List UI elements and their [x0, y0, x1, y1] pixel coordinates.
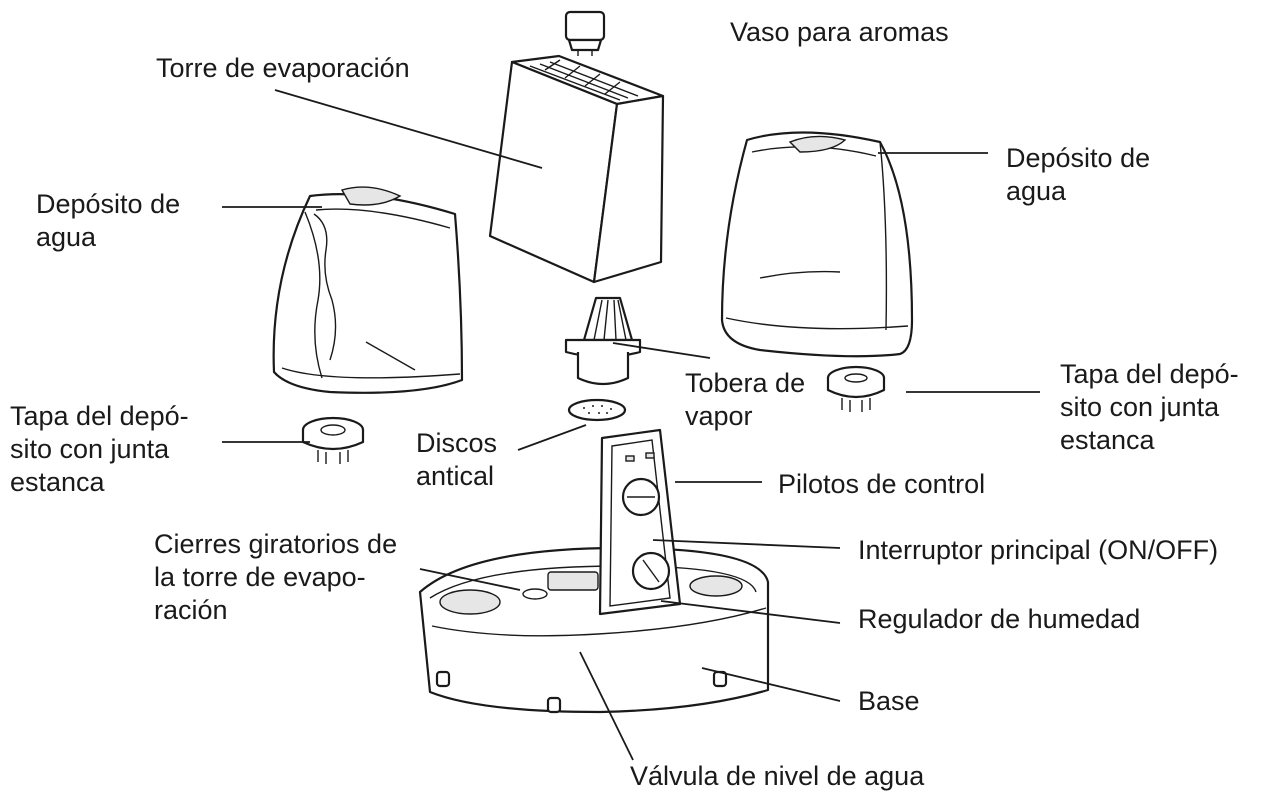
left-water-tank-drawing	[272, 186, 464, 394]
label-tank-cap-right: Tapa del depó- sito con junta estanca	[1060, 359, 1239, 455]
label-evaporation-tower: Torre de evaporación	[156, 53, 410, 83]
steam-nozzle-drawing	[564, 296, 642, 386]
label-tank-cap-left: Tapa del depó- sito con junta estanca	[10, 401, 189, 497]
base-drawing	[418, 546, 770, 714]
leader-lines	[222, 89, 1040, 761]
label-steam-nozzle: Tobera de vapor	[685, 368, 806, 431]
right-tank-cap-drawing	[826, 365, 886, 412]
left-tank-cap-drawing	[301, 416, 365, 464]
label-control-lights: Pilotos de control	[778, 469, 986, 499]
evaporation-tower-drawing	[488, 54, 665, 284]
label-antical-discs: Discos antical	[416, 428, 498, 491]
label-tower-locks: Cierres giratorios de la torre de evapo-…	[154, 529, 398, 625]
antical-disc-drawing	[567, 398, 627, 422]
control-panel-drawing	[598, 428, 682, 616]
label-main-switch: Interruptor principal (ON/OFF)	[858, 535, 1219, 565]
right-water-tank-drawing	[720, 131, 914, 358]
label-humidity-regulator: Regulador de humedad	[858, 604, 1141, 634]
label-aroma-cup: Vaso para aromas	[730, 17, 949, 47]
label-water-tank-right: Depósito de agua	[1006, 143, 1151, 206]
label-base: Base	[858, 686, 920, 716]
label-water-tank-left: Depósito de agua	[36, 189, 181, 252]
label-water-level-valve: Válvula de nivel de agua	[630, 761, 925, 791]
aroma-cup-drawing	[564, 10, 606, 56]
